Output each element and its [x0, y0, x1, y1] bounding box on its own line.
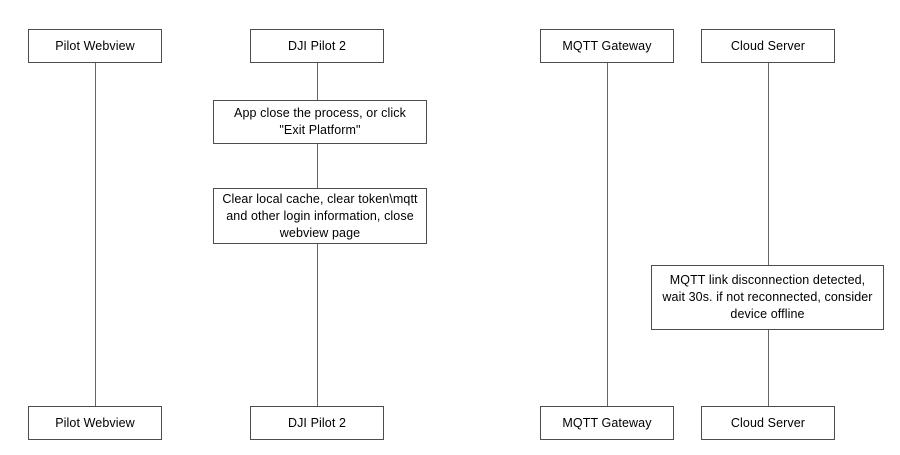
lifeline-head-label: Cloud Server	[730, 39, 806, 53]
lifeline-foot-label: Cloud Server	[730, 416, 806, 430]
lifeline-foot-mqtt-gateway[interactable]: MQTT Gateway	[540, 406, 674, 440]
lifeline-head-mqtt-gateway[interactable]: MQTT Gateway	[540, 29, 674, 63]
note-app-close[interactable]: App close the process, or click "Exit Pl…	[213, 100, 427, 144]
note-clear-cache[interactable]: Clear local cache, clear token\mqtt and …	[213, 188, 427, 244]
lifeline-foot-label: Pilot Webview	[55, 416, 135, 430]
lifeline-head-dji-pilot-2[interactable]: DJI Pilot 2	[250, 29, 384, 63]
lifeline-head-pilot-webview[interactable]: Pilot Webview	[28, 29, 162, 63]
lifeline-foot-cloud-server[interactable]: Cloud Server	[701, 406, 835, 440]
lifeline-pilot-webview	[95, 63, 96, 406]
lifeline-head-cloud-server[interactable]: Cloud Server	[701, 29, 835, 63]
lifeline-head-label: Pilot Webview	[55, 39, 135, 53]
lifeline-head-label: MQTT Gateway	[562, 39, 652, 53]
note-text: Clear local cache, clear token\mqtt and …	[222, 191, 418, 240]
lifeline-foot-pilot-webview[interactable]: Pilot Webview	[28, 406, 162, 440]
note-text: App close the process, or click "Exit Pl…	[234, 106, 406, 137]
lifeline-head-label: DJI Pilot 2	[287, 39, 347, 53]
lifeline-mqtt-gateway	[607, 63, 608, 406]
lifeline-foot-label: MQTT Gateway	[562, 416, 652, 430]
lifeline-foot-dji-pilot-2[interactable]: DJI Pilot 2	[250, 406, 384, 440]
lifeline-foot-label: DJI Pilot 2	[287, 416, 347, 430]
note-text: MQTT link disconnection detected, wait 3…	[662, 273, 873, 321]
lifeline-cloud-server	[768, 63, 769, 406]
note-mqtt-disconnect[interactable]: MQTT link disconnection detected, wait 3…	[651, 265, 884, 330]
